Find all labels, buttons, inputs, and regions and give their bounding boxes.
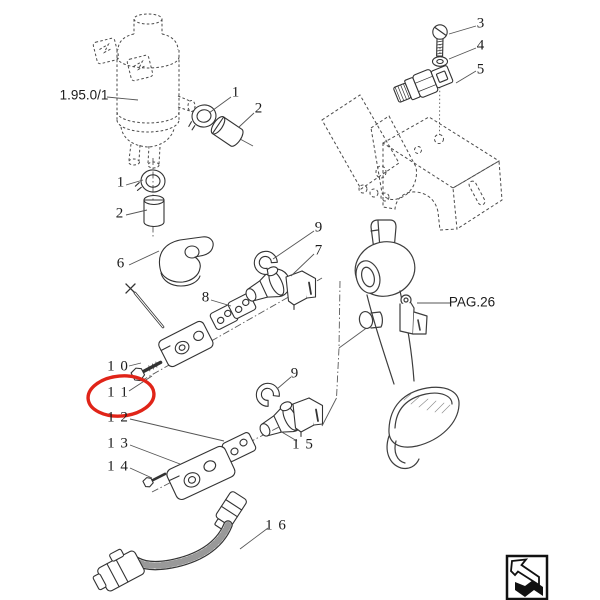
page-reference: PAG.26 (448, 294, 496, 310)
hose-clamp-upper (184, 102, 219, 131)
back-arrow-icon (510, 558, 540, 587)
wire-end-mark (125, 283, 136, 294)
brake-pedal (354, 219, 460, 470)
callout-2-cap-upper: 2 (254, 100, 264, 117)
callout-10-bolt: 1 0 (107, 358, 129, 375)
fluid-reservoir (92, 13, 196, 169)
retaining-clip-lower (251, 378, 283, 410)
reference-code: 1.95.0/1 (59, 87, 109, 103)
callout-15-roller: 1 5 (292, 436, 314, 453)
leader-lines (106, 25, 477, 550)
previous-page-logo-button[interactable] (505, 554, 551, 600)
callout-9-clip-upper: 9 (314, 219, 324, 236)
pressure-switch-5 (393, 65, 454, 103)
sensor-switch-upper (133, 291, 214, 368)
hook-bracket-upper (285, 270, 317, 311)
screw-3 (432, 24, 448, 57)
callout-7-roller: 7 (314, 242, 324, 259)
washer-4 (431, 56, 449, 67)
callout-8-spacers: 8 (201, 289, 211, 306)
hose-cap-upper (208, 113, 247, 149)
logo-chevron (515, 580, 543, 597)
callout-5-switch: 5 (476, 61, 486, 78)
callout-13-sensor: 1 3 (107, 435, 129, 452)
spacer-plate-12 (221, 432, 257, 462)
callout-3-screw: 3 (476, 15, 486, 32)
screw-14 (142, 472, 167, 488)
callout-6-bracket: 6 (116, 255, 126, 272)
callout-9-clip-lower: 9 (290, 365, 300, 382)
callout-14-screw: 1 4 (107, 458, 129, 475)
callout-1-clamp-lower: 1 (116, 174, 126, 191)
cable-bracket (158, 236, 214, 287)
callout-12-spacer: 1 2 (107, 409, 129, 426)
pedal-clip-pag26 (399, 294, 428, 335)
callout-1-clamp-upper: 1 (231, 84, 241, 101)
callout-4-washer: 4 (476, 37, 486, 54)
mounting-bracket (321, 94, 503, 231)
wiring-harness-16 (92, 520, 233, 592)
hose-cap-lower (143, 194, 165, 228)
callout-16-harness: 1 6 (265, 517, 287, 534)
callout-2-cap-lower: 2 (115, 205, 125, 222)
callout-11-highlighted: 1 1 (107, 384, 129, 401)
highlight-ellipse (86, 374, 156, 418)
